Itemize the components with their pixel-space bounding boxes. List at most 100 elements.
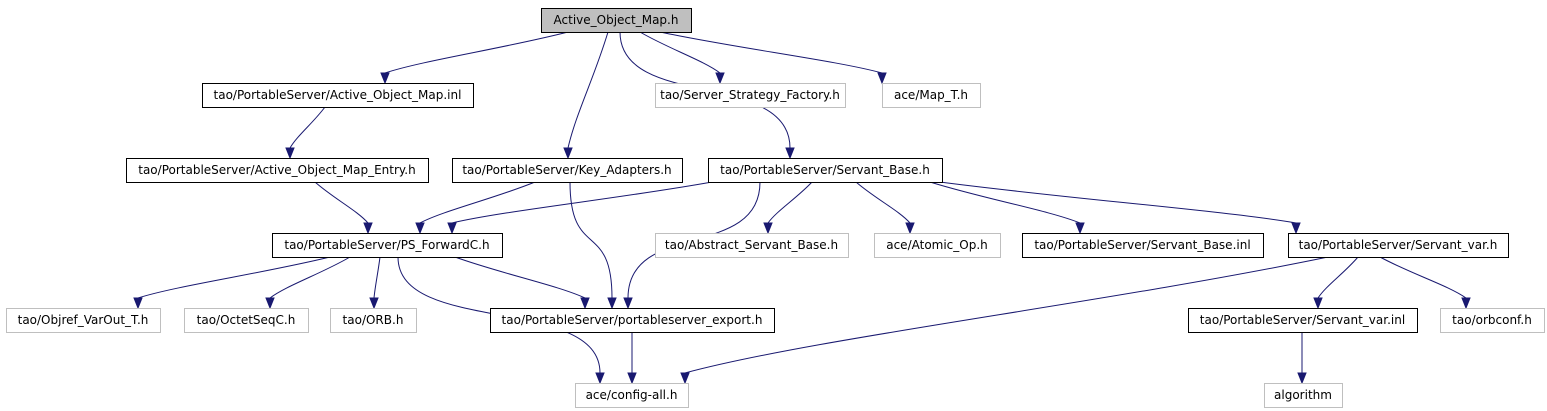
node-asb: tao/Abstract_Servant_Base.h xyxy=(655,233,849,258)
edge-psfwd-to-psexp xyxy=(454,256,590,310)
arrowhead xyxy=(133,297,143,310)
edge-svar-to-orbconf xyxy=(1379,256,1471,310)
edge-sbase-to-atomic xyxy=(855,181,915,235)
node-box xyxy=(1022,233,1264,258)
node-svarinl[interactable]: tao/PortableServer/Servant_var.inl xyxy=(1188,308,1418,333)
arrowhead xyxy=(1291,222,1301,235)
node-sbase[interactable]: tao/PortableServer/Servant_Base.h xyxy=(708,158,943,183)
edge-psfwd-to-objref xyxy=(133,256,331,310)
node-box xyxy=(882,83,981,108)
node-label: tao/PortableServer/Active_Object_Map_Ent… xyxy=(138,163,415,177)
node-cfg: ace/config-all.h xyxy=(575,383,689,408)
edge-psfwd-to-orb xyxy=(369,256,381,310)
arrowhead xyxy=(1313,297,1323,310)
arrowhead xyxy=(1297,372,1307,385)
node-atomic: ace/Atomic_Op.h xyxy=(874,233,1001,258)
node-aom_inl[interactable]: tao/PortableServer/Active_Object_Map.inl xyxy=(202,83,474,108)
node-box xyxy=(126,158,429,183)
arrowhead xyxy=(285,147,295,160)
node-algo: algorithm xyxy=(1264,383,1343,408)
node-box xyxy=(874,233,1001,258)
edge-aom_inl-to-aome xyxy=(285,106,326,160)
node-octet: tao/OctetSeqC.h xyxy=(184,308,309,333)
edge-psexp-to-cfg xyxy=(627,331,637,385)
arrowhead xyxy=(877,72,887,85)
edge-keyad-to-psexp xyxy=(569,181,617,310)
node-label: algorithm xyxy=(1274,388,1332,402)
node-label: ace/Atomic_Op.h xyxy=(886,238,988,252)
node-label: tao/PortableServer/Key_Adapters.h xyxy=(462,163,671,177)
edge-root-to-aom_inl xyxy=(380,31,569,85)
node-ssf: tao/Server_Strategy_Factory.h xyxy=(655,83,846,108)
node-aome[interactable]: tao/PortableServer/Active_Object_Map_Ent… xyxy=(126,158,429,183)
arrowhead xyxy=(265,297,275,310)
node-label: tao/PortableServer/Servant_var.h xyxy=(1299,238,1498,252)
node-label: Active_Object_Map.h xyxy=(554,13,679,27)
arrowhead xyxy=(715,72,725,85)
arrowhead xyxy=(763,222,773,235)
node-svar[interactable]: tao/PortableServer/Servant_var.h xyxy=(1288,233,1509,258)
node-box xyxy=(272,233,503,258)
arrowhead xyxy=(905,222,915,235)
node-label: tao/Abstract_Servant_Base.h xyxy=(665,238,838,252)
edge-root-to-mapt xyxy=(659,31,887,85)
edge-root-to-ssf xyxy=(639,31,725,85)
node-box xyxy=(1264,383,1343,408)
node-orb: tao/ORB.h xyxy=(330,308,417,333)
node-label: tao/PortableServer/portableserver_export… xyxy=(502,313,763,327)
edge-sbase-to-psfwd xyxy=(447,181,713,235)
node-label: tao/PortableServer/Servant_Base.inl xyxy=(1034,238,1250,252)
arrowhead xyxy=(1075,222,1085,235)
node-orbconf: tao/orbconf.h xyxy=(1440,308,1545,333)
arrowhead xyxy=(627,372,637,385)
node-label: tao/Objref_VarOut_T.h xyxy=(18,313,149,327)
node-box xyxy=(655,233,849,258)
node-box xyxy=(184,308,309,333)
node-psfwd[interactable]: tao/PortableServer/PS_ForwardC.h xyxy=(272,233,503,258)
node-box xyxy=(452,158,683,183)
node-box xyxy=(541,8,692,33)
node-label: tao/Server_Strategy_Factory.h xyxy=(660,88,840,102)
arrowhead xyxy=(623,297,633,310)
node-box xyxy=(1188,308,1418,333)
node-box xyxy=(490,308,775,333)
node-label: ace/config-all.h xyxy=(586,388,678,402)
arrowhead xyxy=(380,72,390,85)
arrowhead xyxy=(1461,297,1471,310)
node-label: tao/orbconf.h xyxy=(1452,313,1532,327)
arrowhead xyxy=(563,147,573,160)
node-layer: Active_Object_Map.h tao/PortableServer/Ac… xyxy=(6,8,1545,408)
arrowhead xyxy=(415,222,425,235)
edge-sbase-to-svar xyxy=(939,181,1301,235)
node-label: ace/Map_T.h xyxy=(894,88,968,102)
arrowhead xyxy=(595,372,605,385)
edge-keyad-to-psfwd xyxy=(415,181,536,235)
node-box xyxy=(655,83,846,108)
node-box xyxy=(575,383,689,408)
arrowhead xyxy=(363,222,373,235)
arrowhead xyxy=(785,147,795,160)
edge-aome-to-psfwd xyxy=(314,181,373,235)
node-label: tao/PortableServer/PS_ForwardC.h xyxy=(284,238,489,252)
arrowhead xyxy=(680,372,690,385)
arrowhead xyxy=(580,297,590,310)
node-box xyxy=(330,308,417,333)
node-mapt: ace/Map_T.h xyxy=(882,83,981,108)
node-label: tao/PortableServer/Servant_Base.h xyxy=(720,163,930,177)
node-box xyxy=(1440,308,1545,333)
node-keyad[interactable]: tao/PortableServer/Key_Adapters.h xyxy=(452,158,683,183)
node-box xyxy=(202,83,474,108)
node-label: tao/PortableServer/Servant_var.inl xyxy=(1200,313,1405,327)
node-psexp[interactable]: tao/PortableServer/portableserver_export… xyxy=(490,308,775,333)
arrowhead xyxy=(447,222,457,235)
node-label: tao/OctetSeqC.h xyxy=(197,313,296,327)
arrowhead xyxy=(607,297,617,310)
node-sbinl[interactable]: tao/PortableServer/Servant_Base.inl xyxy=(1022,233,1264,258)
node-root[interactable]: Active_Object_Map.h xyxy=(541,8,692,33)
edge-sbase-to-sbinl xyxy=(929,181,1085,235)
node-label: tao/ORB.h xyxy=(343,313,404,327)
edge-svar-to-cfg xyxy=(680,256,1329,385)
node-box xyxy=(1288,233,1509,258)
edge-sbase-to-asb xyxy=(763,181,813,235)
